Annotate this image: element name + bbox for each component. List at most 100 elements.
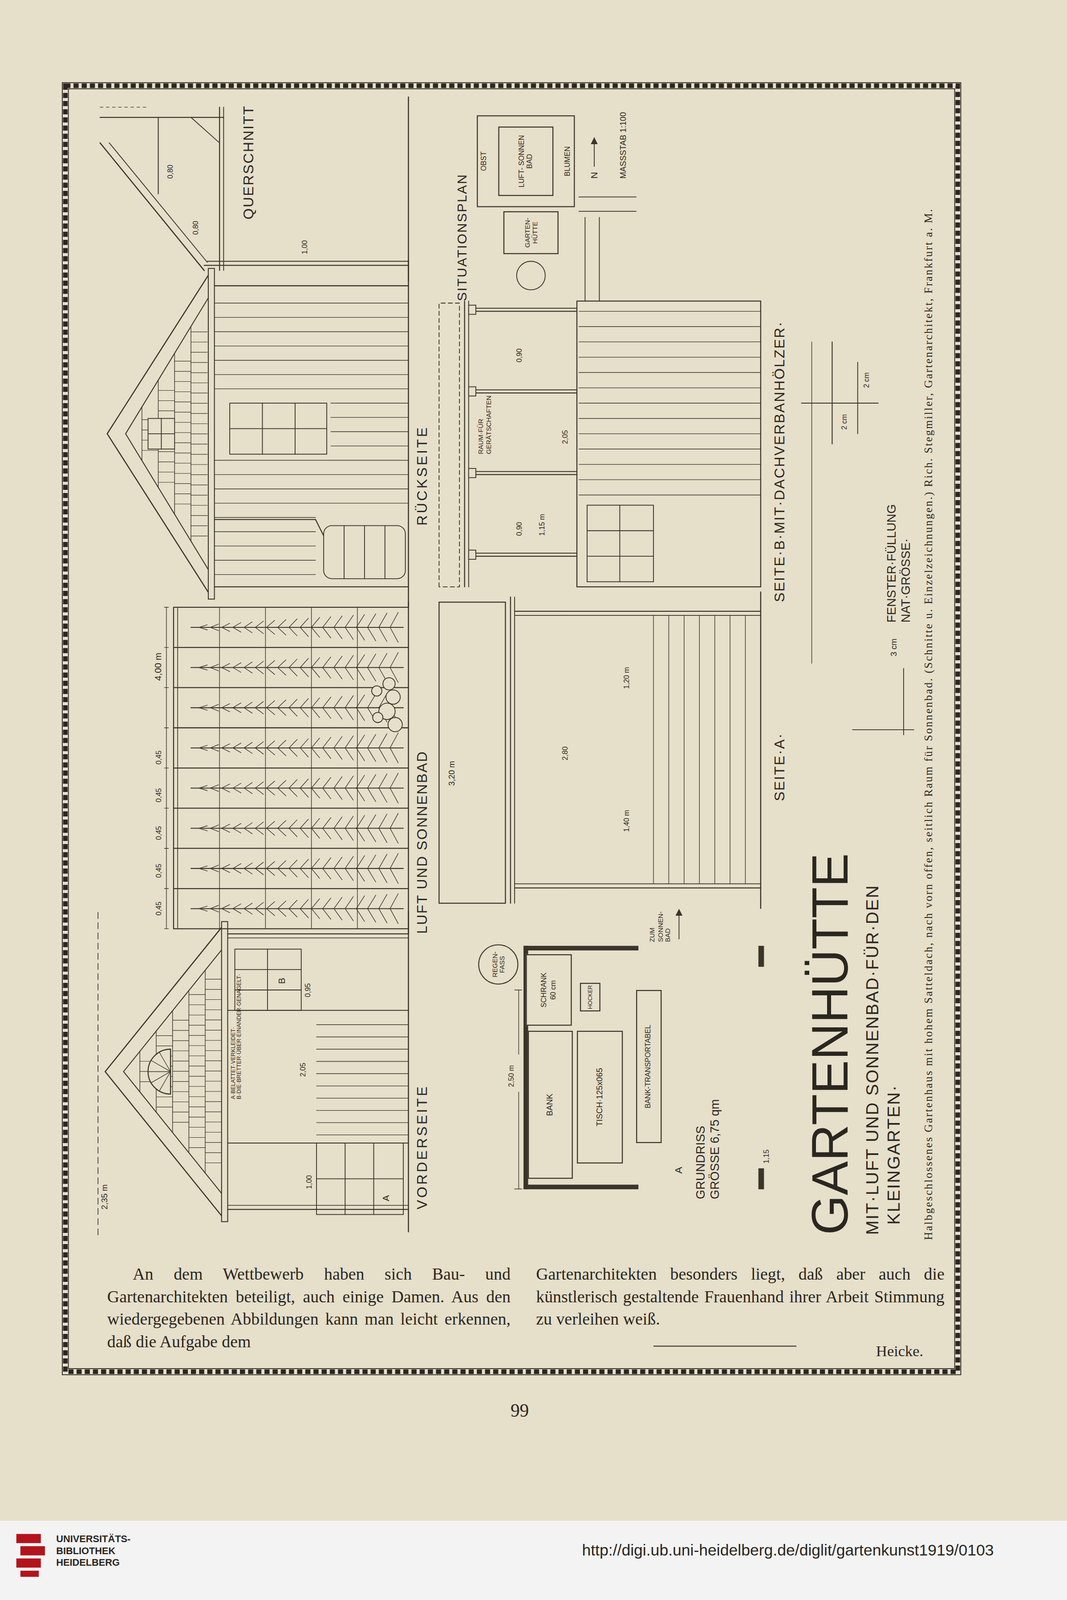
drawing-line — [210, 704, 219, 708]
drawing-line — [190, 382, 208, 384]
logo-block — [20, 1571, 39, 1578]
drawing-line — [333, 777, 342, 789]
drawing-line — [579, 464, 761, 465]
drawing-line — [210, 667, 219, 671]
drawing-line — [367, 855, 376, 869]
drawing-line — [232, 622, 241, 628]
drawing-line — [300, 900, 309, 910]
drawing-line — [221, 748, 230, 753]
drawing-line — [221, 868, 230, 873]
drawing-circle — [371, 685, 382, 697]
drawing-line — [255, 868, 264, 876]
drawing-line — [378, 627, 387, 642]
node-text: HOCKER — [587, 985, 594, 1010]
drawing-rect — [208, 268, 215, 600]
drawing-line — [344, 736, 353, 749]
drawing-line — [356, 828, 365, 842]
drawing-line — [173, 607, 175, 930]
drawing-line — [579, 479, 761, 480]
drawing-rect — [65, 85, 958, 1373]
drawing-line — [170, 1071, 171, 1095]
drawing-line — [243, 667, 252, 674]
drawing-line — [190, 474, 208, 475]
drawing-line — [188, 1148, 206, 1149]
drawing-line — [300, 748, 309, 758]
drawing-line — [378, 774, 387, 789]
drawing-line — [221, 864, 230, 869]
drawing-line — [164, 929, 169, 930]
drawing-line — [164, 647, 169, 648]
dimension-label: 0,45 — [155, 864, 164, 878]
drawing-line — [344, 615, 353, 628]
drawing-line — [322, 777, 331, 789]
drawing-line — [311, 667, 320, 678]
drawing-rect — [438, 602, 506, 904]
drawing-line — [210, 708, 219, 712]
plan-box: BLUMENOBSTLUFT- SONNEN BAD — [476, 115, 575, 207]
drawing-line — [344, 856, 353, 869]
drawing-line — [316, 1135, 409, 1136]
drawing-line — [322, 818, 331, 829]
drawing-line — [150, 1071, 171, 1084]
drawing-line — [174, 381, 191, 382]
drawing-line — [378, 653, 387, 668]
drawing-line — [164, 808, 169, 809]
drawing-line — [266, 661, 275, 669]
drawing-line — [198, 708, 207, 711]
drawing-line — [205, 1071, 222, 1072]
drawing-line — [300, 627, 309, 637]
drawing-line — [322, 898, 331, 909]
drawing-line — [311, 868, 320, 879]
drawing-line — [210, 785, 219, 789]
drawing-line — [367, 908, 376, 923]
drawing-line — [683, 615, 685, 885]
drawing-line — [255, 742, 264, 749]
drawing-line — [198, 906, 207, 909]
drawing-line — [288, 828, 297, 838]
drawing-line — [468, 555, 577, 557]
drawing-line — [243, 708, 252, 714]
drawing-line — [288, 708, 297, 717]
drawing-line — [266, 620, 275, 628]
drawing-line — [190, 117, 220, 143]
drawing-line — [322, 697, 331, 709]
drawing-line — [389, 868, 398, 885]
drawing-line — [198, 788, 207, 792]
dimension-label: 1,00 — [305, 1175, 314, 1190]
drawing-line — [223, 107, 224, 271]
drawing-line — [311, 738, 320, 749]
drawing-line — [330, 446, 409, 447]
drawing-line — [344, 828, 353, 841]
node-text: BANK — [545, 1094, 556, 1117]
room-label: RAUM·FÜR GERÄTSCHAFTEN — [476, 397, 492, 455]
drawing-line — [232, 663, 241, 669]
drawing-line — [158, 482, 175, 483]
dimension-label: 2,35 m — [100, 1184, 110, 1210]
logo-block — [16, 1534, 41, 1545]
drawing-line — [205, 1050, 222, 1052]
drawing-line — [255, 862, 264, 869]
drawing-line — [514, 611, 761, 613]
drawing-line — [357, 607, 358, 930]
drawing-line — [389, 788, 398, 804]
drawing-line — [214, 503, 409, 504]
drawing-line — [266, 821, 275, 829]
dimension-label: 1,15 — [762, 1150, 771, 1165]
drawing-line — [173, 607, 409, 609]
drawing-line — [831, 341, 833, 444]
drawing-line — [266, 868, 275, 877]
drawing-line — [378, 828, 387, 844]
drawing-line — [148, 1071, 171, 1073]
drawing-line — [288, 788, 297, 797]
drawing-line — [288, 659, 297, 668]
drawing-line — [300, 828, 309, 839]
drawing-line — [373, 1143, 375, 1216]
drawing-line — [190, 515, 208, 516]
drawing-rect — [316, 1143, 404, 1216]
drawing-line — [188, 1086, 206, 1088]
drawing-line — [288, 820, 297, 829]
drawing-line — [300, 698, 309, 709]
node-text: OBST — [479, 116, 488, 207]
drawing-line — [190, 413, 208, 414]
view-title: LUFT UND SONNENBAD — [413, 750, 431, 935]
